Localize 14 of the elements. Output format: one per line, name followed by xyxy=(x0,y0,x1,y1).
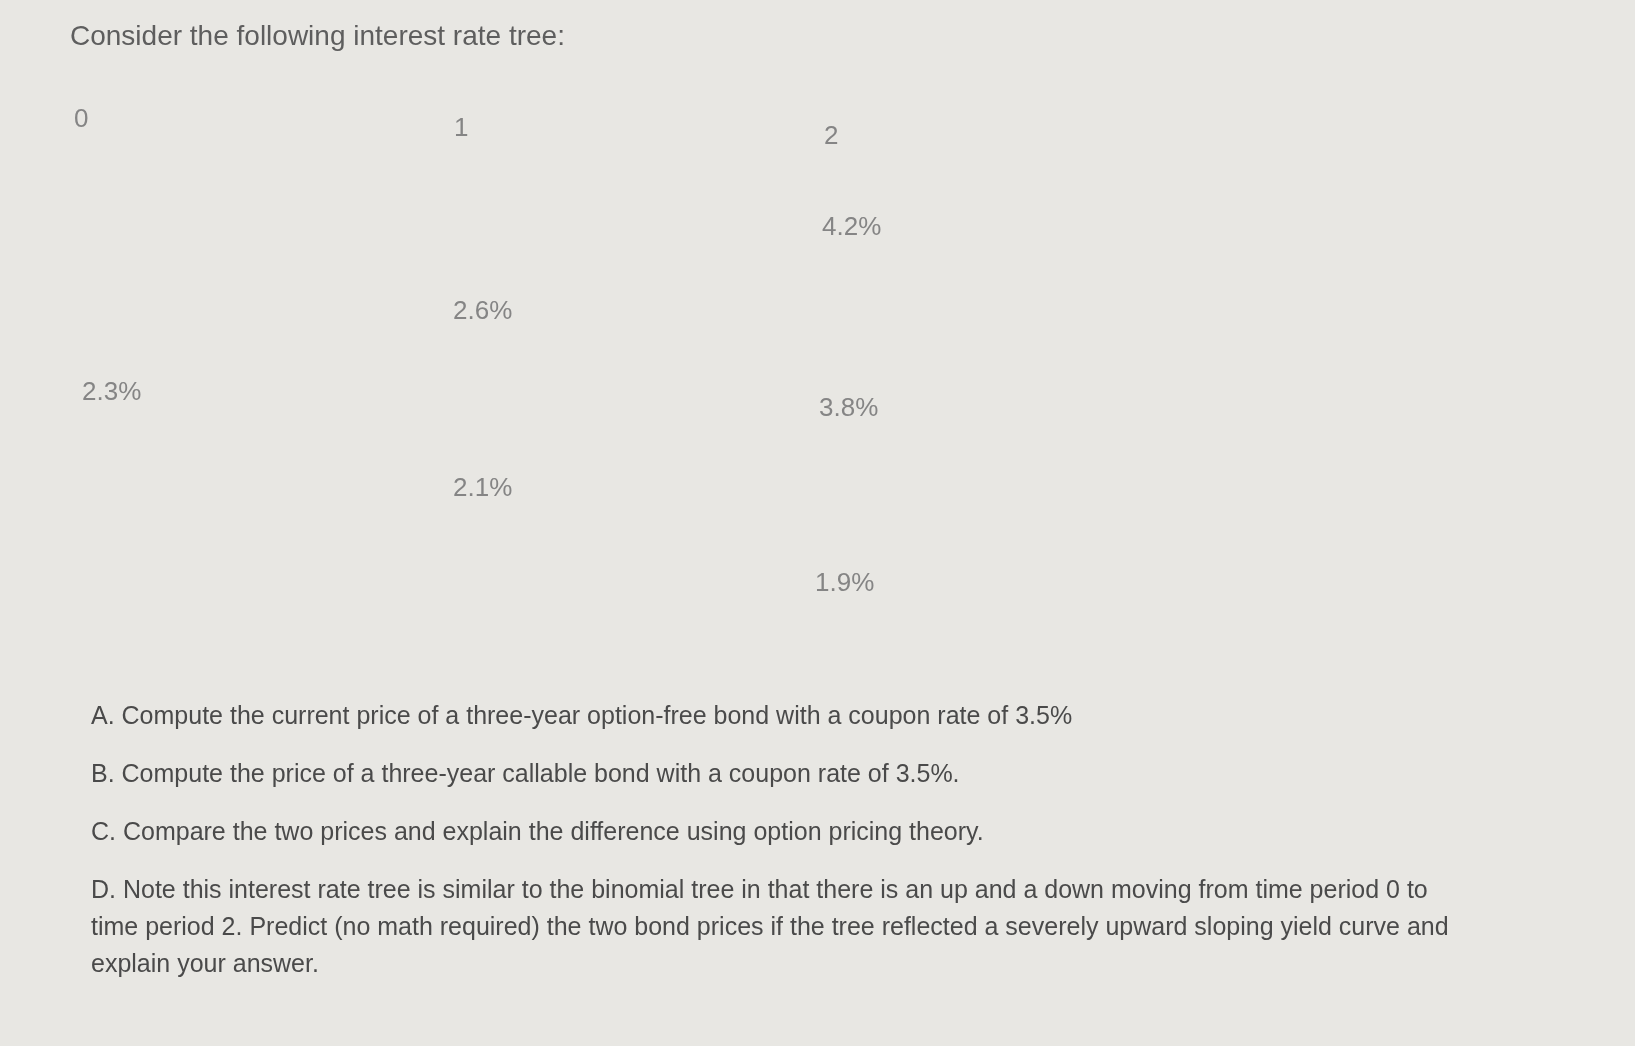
rate-label: 2.1% xyxy=(453,471,513,503)
period-label: 2 xyxy=(824,119,839,151)
rate-label: 1.9% xyxy=(815,566,875,598)
rate-label: 2.3% xyxy=(82,375,142,407)
rate-label: 3.8% xyxy=(819,391,879,423)
question-text: C. Compare the two prices and explain the difference using option pricing theory. xyxy=(91,816,985,847)
question-text: A. Compute the current price of a three-year option-free bond with a coupon rate of 3.5% xyxy=(91,700,1074,731)
question-text: D. Note this interest rate tree is similar to the binomial tree in that there is an up and a down moving from time period 0 to time period 2. Predict (no math required) the two bond prices if the tree reflected a severely upward sloping yield curve and explain your answer. xyxy=(91,874,1450,979)
period-label: 0 xyxy=(74,102,89,134)
title-text: Consider the following interest rate tree: xyxy=(70,19,565,53)
rate-label: 4.2% xyxy=(822,210,882,242)
period-label: 1 xyxy=(454,111,469,143)
question-text: B. Compute the price of a three-year callable bond with a coupon rate of 3.5%. xyxy=(91,758,961,789)
rate-label: 2.6% xyxy=(453,294,513,326)
